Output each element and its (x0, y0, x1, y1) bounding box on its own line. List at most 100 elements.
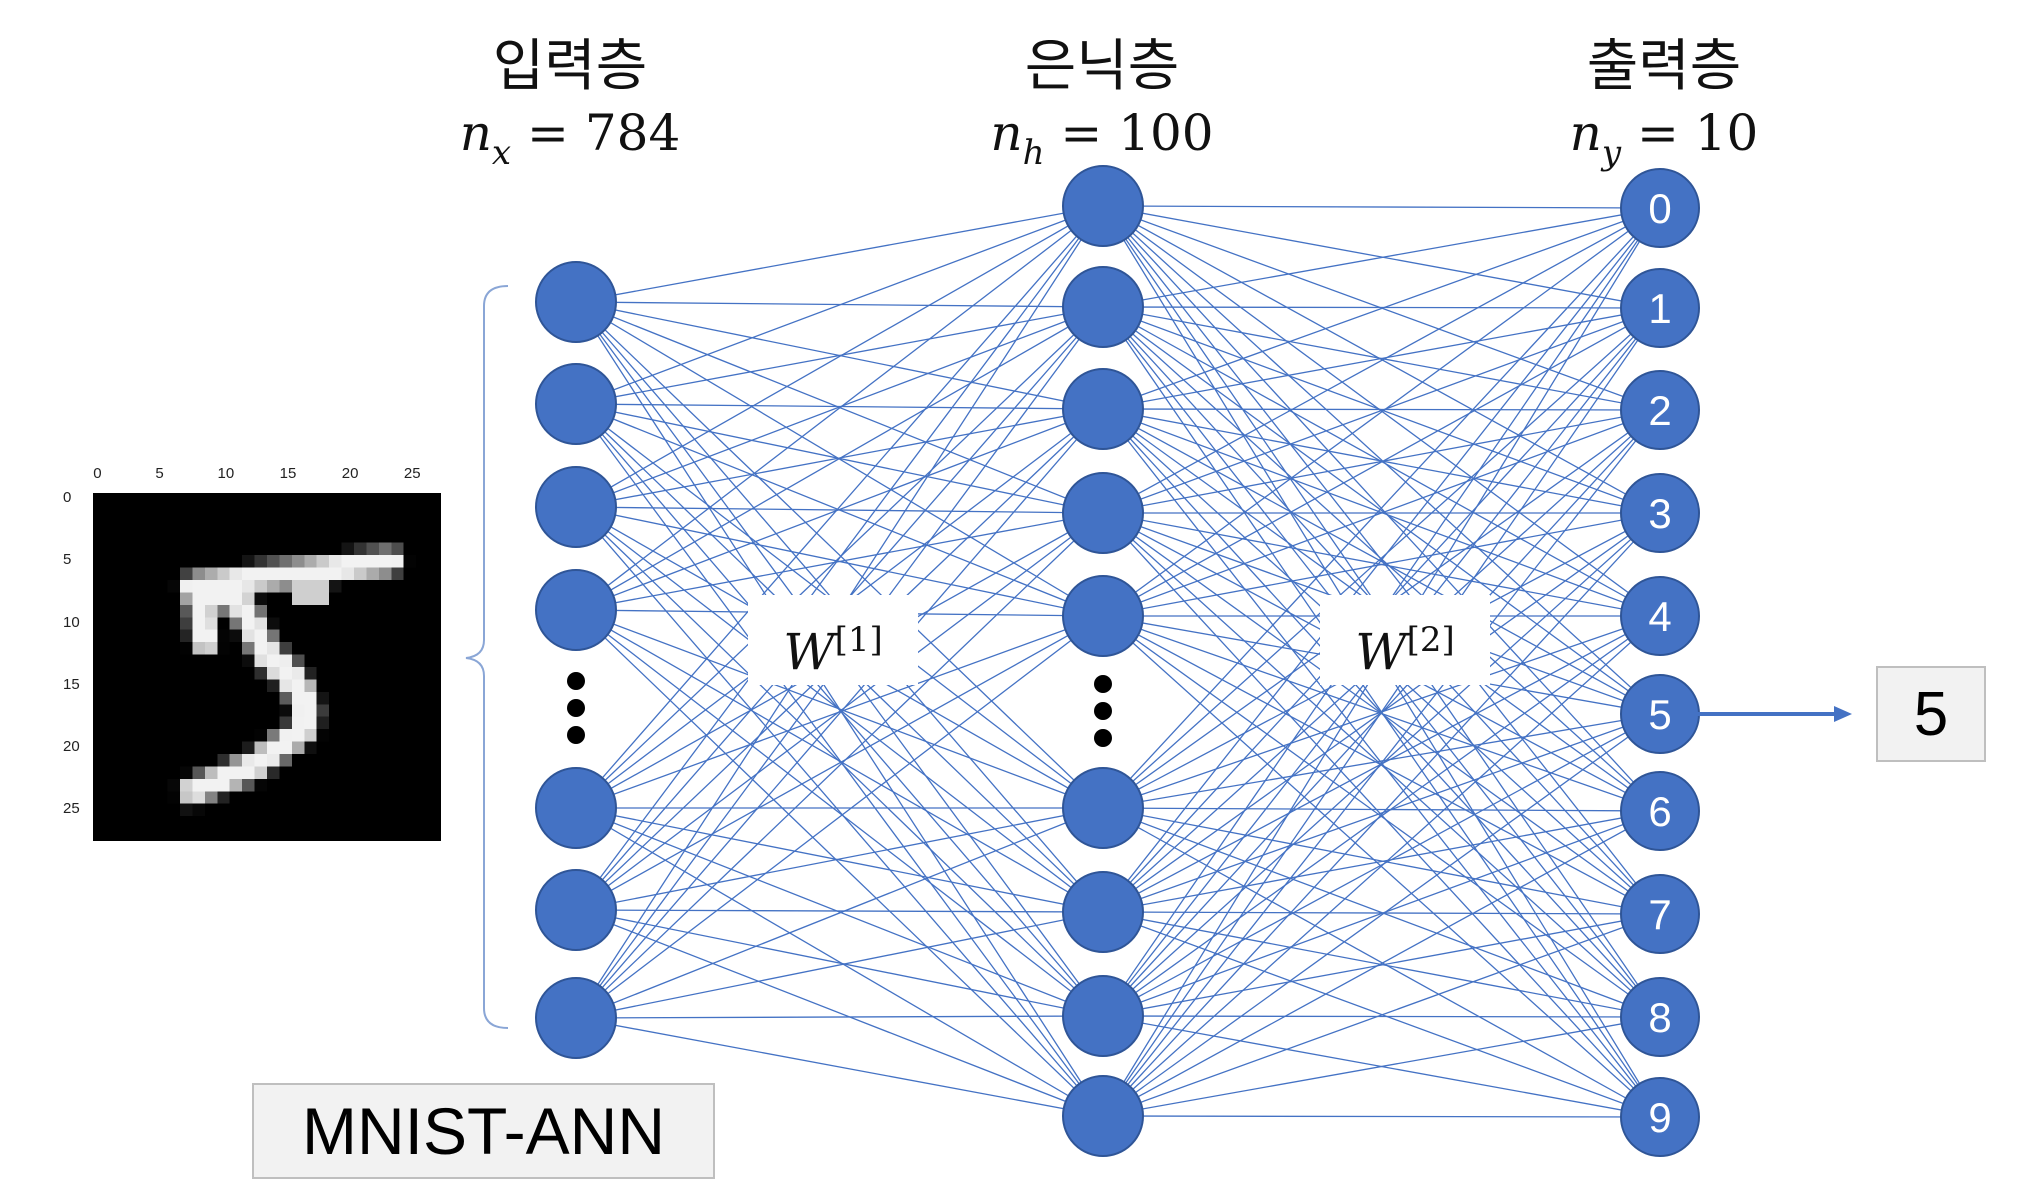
input-neuron (535, 977, 617, 1059)
output-arrow-head (1834, 706, 1852, 722)
y-tick-label: 20 (63, 737, 80, 755)
x-tick-label: 10 (217, 465, 235, 482)
connection-line (575, 615, 1104, 911)
output-neuron (1620, 268, 1700, 348)
connection-line (1102, 810, 1661, 1117)
hidden-neuron (1062, 767, 1144, 849)
output-neuron-label: 4 (1648, 593, 1671, 640)
connection-line (1102, 512, 1661, 1017)
ellipsis-dots (567, 672, 1112, 747)
connection-line (1102, 713, 1661, 1117)
connection-line (1102, 307, 1661, 1117)
output-neuron-label: 1 (1648, 285, 1671, 332)
hidden-neuron (1062, 472, 1144, 554)
connection-line (1102, 1115, 1661, 1118)
hidden-neuron (1062, 368, 1144, 450)
connection-line (1102, 512, 1661, 1117)
connection-line (575, 807, 1104, 1017)
hidden-neuron (1062, 165, 1144, 247)
connection-line (575, 301, 1104, 809)
connection-line (575, 807, 1104, 1117)
x-tick-label: 20 (341, 465, 359, 482)
weight-label-1: W[1] (748, 595, 918, 685)
connection-line (575, 1017, 1104, 1117)
connection-line (575, 205, 1104, 405)
x-tick-label: 25 (403, 465, 421, 482)
input-neuron (535, 869, 617, 951)
input-bracket (465, 285, 509, 1029)
prediction-box: 5 (1876, 666, 1986, 762)
connection-line (575, 512, 1104, 1019)
output-neuron (1620, 576, 1700, 656)
connection-line (575, 205, 1104, 303)
connection-line (575, 506, 1104, 1117)
connection-line (575, 1015, 1104, 1019)
input-neuron (535, 261, 617, 343)
connection-line (1102, 408, 1661, 715)
ellipsis-dot (567, 726, 585, 744)
output-neuron-label: 0 (1648, 185, 1671, 232)
connection-line (1102, 207, 1661, 617)
output-neuron-label: 5 (1648, 691, 1671, 738)
connection-line (575, 609, 1104, 1117)
connection-line (575, 205, 1104, 911)
connection-line (1102, 207, 1661, 913)
connection-line (1102, 307, 1661, 809)
output-neuron (1620, 168, 1700, 248)
output-neuron-label: 8 (1648, 994, 1671, 1041)
mnist-digit-image (93, 493, 441, 841)
connection-line (1102, 1016, 1661, 1117)
connection-line (575, 909, 1104, 1117)
connection-line (1102, 408, 1661, 411)
connection-line (1102, 207, 1661, 514)
connection-line (575, 911, 1104, 1019)
connection-line (575, 205, 1104, 508)
output-layer-size: ny = 10 (1569, 104, 1759, 173)
hidden-neuron (1062, 1075, 1144, 1157)
connection-line (1102, 713, 1661, 913)
hidden-neuron (1062, 975, 1144, 1057)
connection-line (575, 306, 1104, 611)
hidden-neuron (1062, 266, 1144, 348)
input-layer-header: 입력층 nx = 784 (430, 34, 710, 186)
connection-line (575, 408, 1104, 611)
connection-line (575, 615, 1104, 1019)
connection-line (1102, 713, 1661, 1017)
ellipsis-dot (1094, 675, 1112, 693)
connection-line (1102, 615, 1661, 1117)
connection-line (575, 807, 1104, 1019)
output-layer-title: 출력층 (1586, 34, 1742, 97)
output-neuron-label: 3 (1648, 490, 1671, 537)
connection-line (575, 609, 1104, 809)
connection-line (1102, 307, 1661, 410)
input-layer-size: nx = 784 (459, 104, 681, 173)
connection-line (1102, 205, 1661, 514)
connection-line (1102, 207, 1661, 308)
x-tick-label: 15 (279, 465, 297, 482)
connection-line (575, 807, 1104, 913)
output-neuron (1620, 473, 1700, 553)
output-neuron (1620, 771, 1700, 851)
connection-line (575, 306, 1104, 508)
input-neuron (535, 767, 617, 849)
connection-line (575, 609, 1104, 913)
hidden-neuron (1062, 871, 1144, 953)
output-layer-header: 출력층 ny = 10 (1524, 34, 1804, 186)
output-neuron-label: 6 (1648, 788, 1671, 835)
connection-line (575, 512, 1104, 611)
input-neuron (535, 363, 617, 445)
hidden-layer-size: nh = 100 (990, 104, 1214, 173)
x-tick-label: 5 (155, 465, 164, 482)
connection-line (1102, 205, 1661, 209)
connection-line (575, 408, 1104, 1019)
mnist-ann-title: MNIST-ANN (302, 1094, 665, 1168)
y-tick-label: 0 (63, 489, 72, 507)
x-tick-label: 0 (93, 465, 102, 482)
connection-line (575, 306, 1104, 405)
hidden-layer-header: 은닉층 nh = 100 (962, 34, 1242, 186)
ellipsis-dot (567, 699, 585, 717)
connection-line (1102, 807, 1661, 1118)
prediction-value: 5 (1913, 679, 1949, 749)
